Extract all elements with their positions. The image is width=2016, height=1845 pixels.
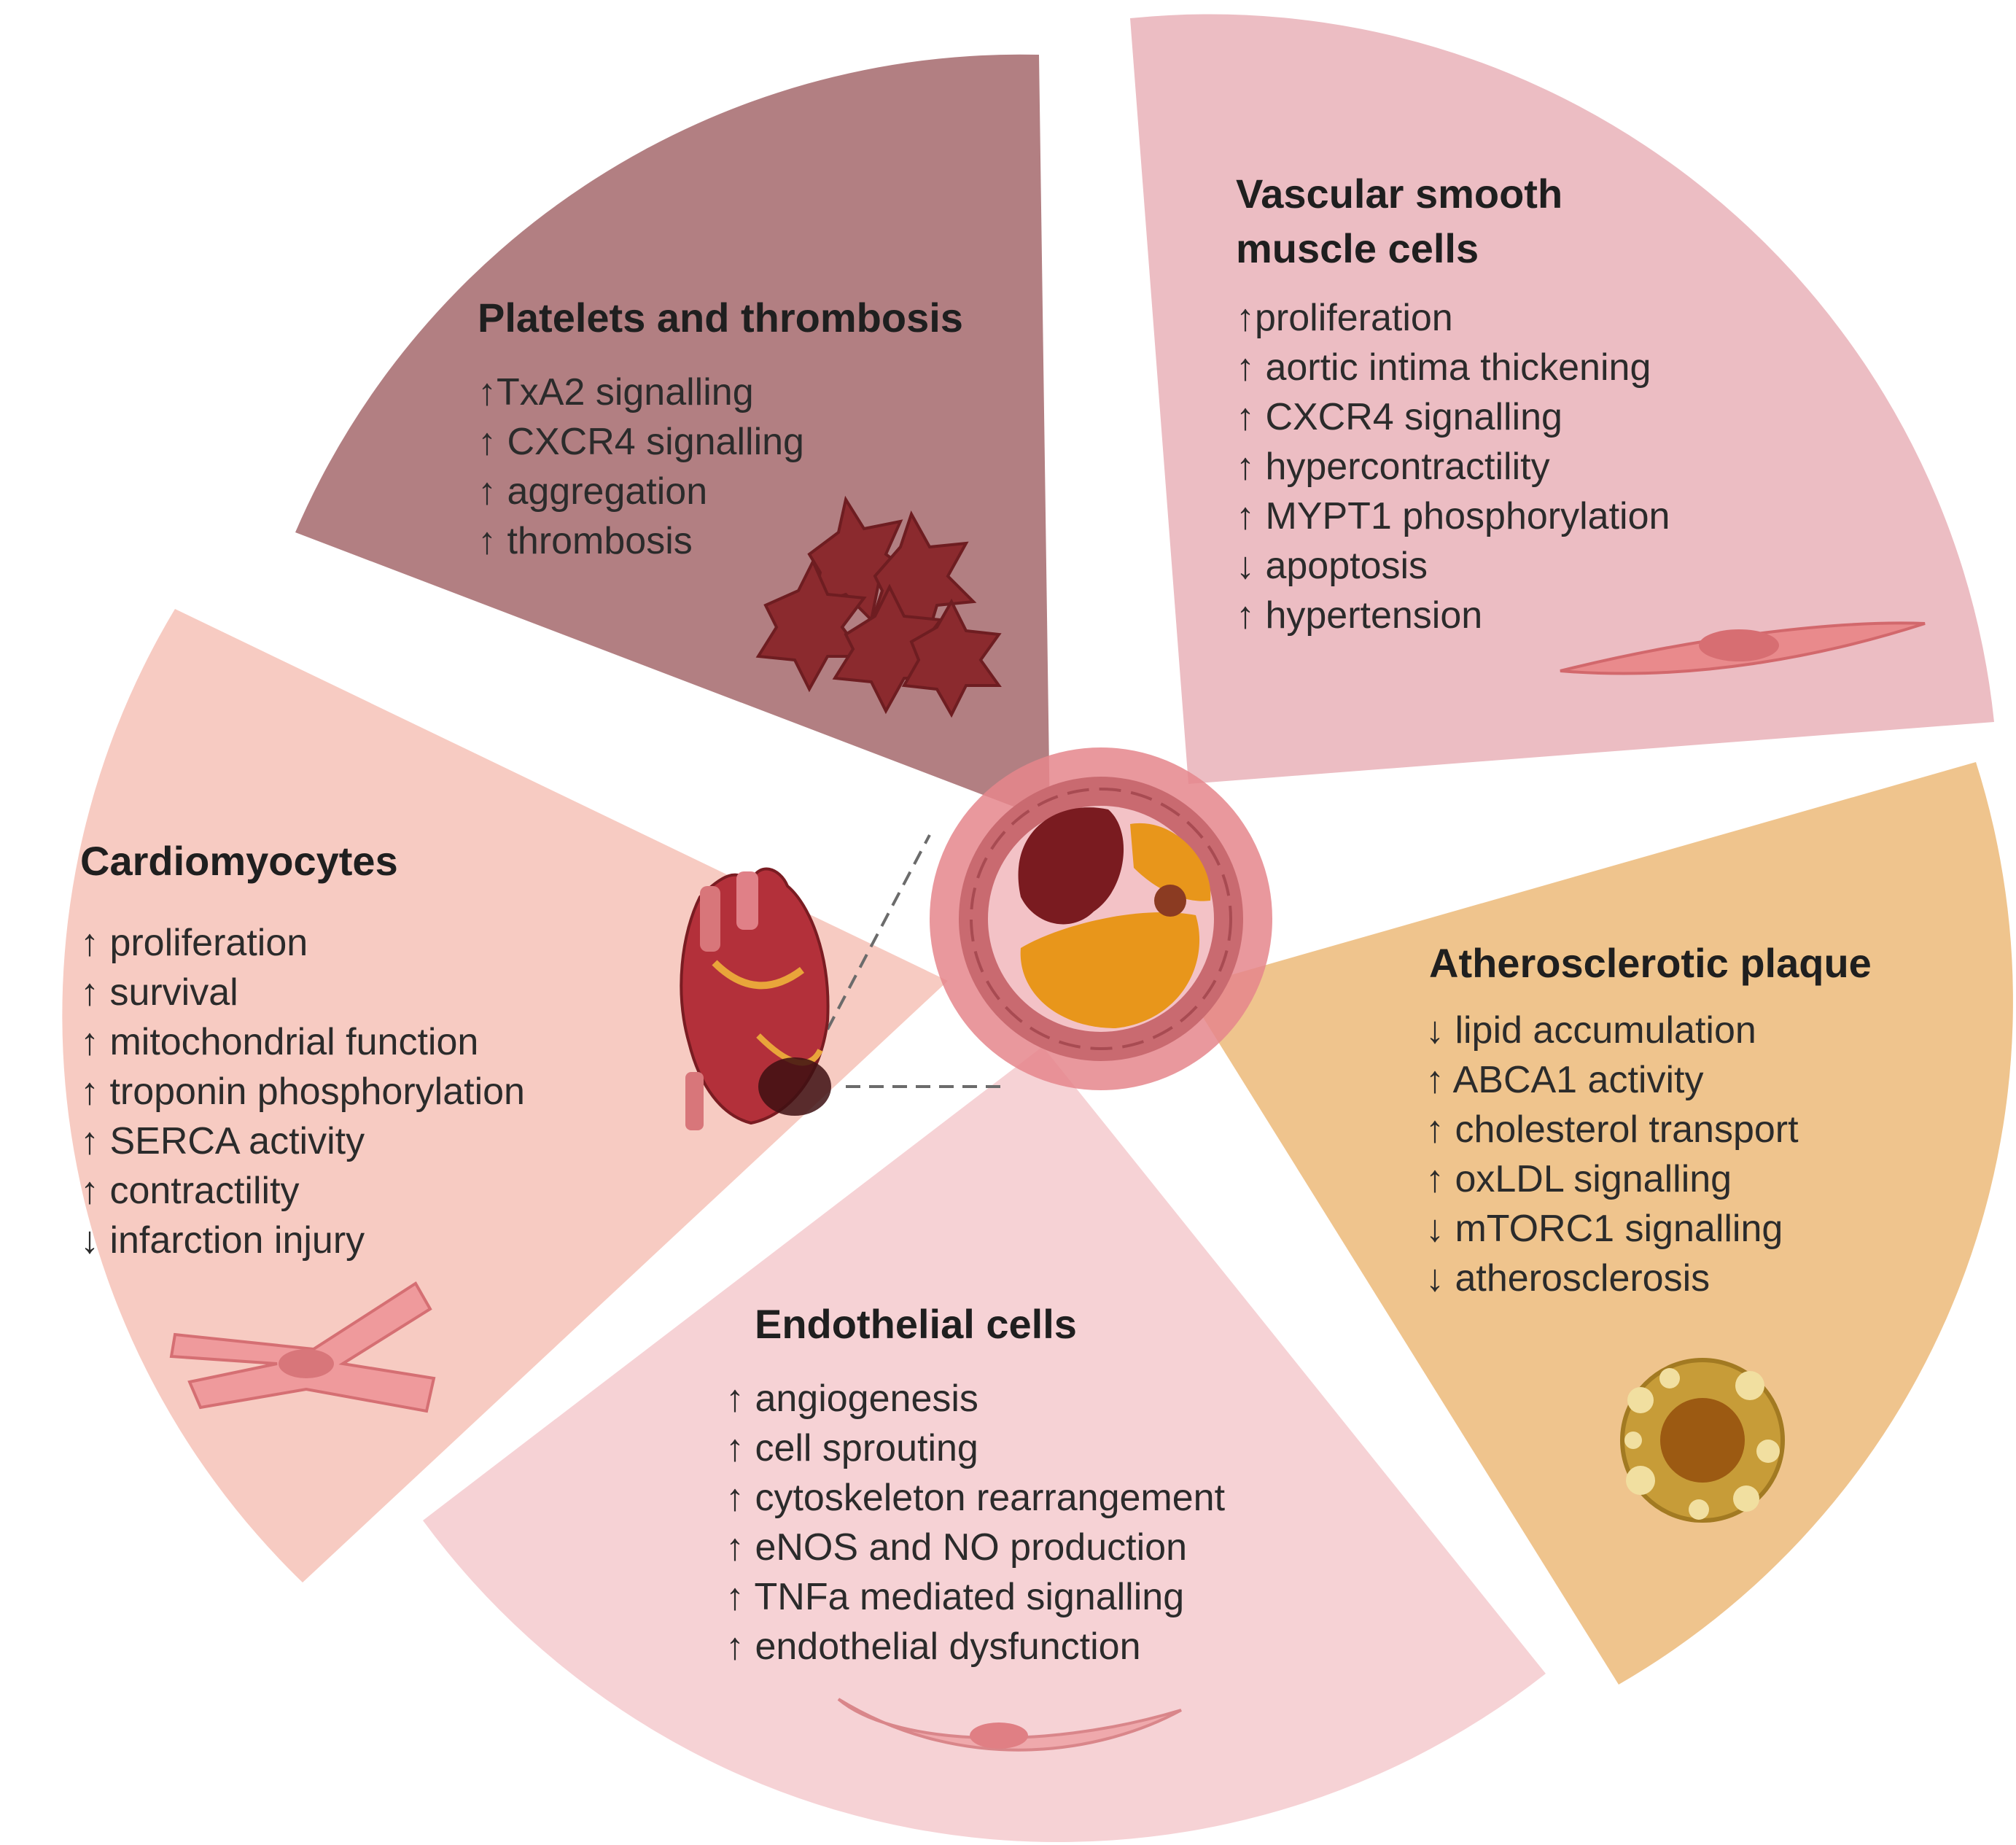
sector-cardiomyocytes: Cardiomyocytes ↑ proliferation ↑ surviva…	[62, 609, 949, 1582]
sector-cardiomyocytes-item: ↑ SERCA activity	[80, 1120, 365, 1162]
sector-cardiomyocytes-title: Cardiomyocytes	[80, 838, 398, 884]
artery-cross-section-icon	[930, 747, 1272, 1090]
sector-plaque-item: ↓ lipid accumulation	[1425, 1009, 1756, 1052]
sector-vsmc-item: ↑ hypercontractility	[1236, 446, 1550, 488]
connector-lines	[815, 834, 1003, 1088]
sector-platelets-item: ↑ thrombosis	[478, 520, 693, 562]
sector-cardiomyocytes-item: ↑ survival	[80, 971, 238, 1014]
sector-endothelial-title: Endothelial cells	[755, 1301, 1077, 1347]
sector-plaque-item: ↓ mTORC1 signalling	[1425, 1208, 1783, 1250]
sector-plaque-wedge	[1185, 762, 2013, 1685]
endothelial-cell-icon	[837, 1698, 1182, 1752]
sector-endothelial-item: ↑ cytoskeleton rearrangement	[725, 1477, 1226, 1519]
sector-cardiomyocytes-item: ↑ mitochondrial function	[80, 1021, 478, 1063]
sector-platelets-title: Platelets and thrombosis	[478, 295, 963, 341]
foam-cell-icon	[1620, 1358, 1785, 1523]
smooth-muscle-cell-icon	[1560, 621, 1926, 675]
sector-plaque-item: ↑ ABCA1 activity	[1425, 1059, 1703, 1101]
sector-cardiomyocytes-item: ↑ proliferation	[80, 922, 308, 964]
sector-endothelial-item: ↑ endothelial dysfunction	[725, 1625, 1141, 1668]
sector-plaque-title: Atherosclerotic plaque	[1429, 940, 1872, 986]
sector-platelets-item: ↑ CXCR4 signalling	[478, 421, 804, 463]
sector-plaque: Atherosclerotic plaque ↓ lipid accumulat…	[1185, 762, 2013, 1685]
sector-vsmc-item: ↑ CXCR4 signalling	[1236, 396, 1562, 438]
sector-vsmc-wedge	[1130, 14, 1994, 784]
sector-endothelial-wedge	[423, 1046, 1546, 1843]
sector-cardiomyocytes-item: ↓ infarction injury	[80, 1219, 365, 1262]
sector-plaque-item: ↓ atherosclerosis	[1425, 1257, 1710, 1300]
sector-platelets: Platelets and thrombosis ↑TxA2 signallin…	[295, 54, 1050, 820]
sector-cardiomyocytes-item: ↑ troponin phosphorylation	[80, 1071, 525, 1113]
platelet-cluster-icon	[755, 495, 1002, 718]
sector-vsmc-item: ↑ aortic intima thickening	[1236, 346, 1651, 389]
sector-plaque-item: ↑ oxLDL signalling	[1425, 1158, 1732, 1200]
sector-vsmc-title-line: muscle cells	[1236, 225, 1479, 271]
sector-vsmc-item: ↓ apoptosis	[1236, 545, 1428, 587]
sector-cardiomyocytes-item: ↑ contractility	[80, 1170, 300, 1212]
sector-endothelial-item: ↑ TNFa mediated signalling	[725, 1576, 1184, 1618]
sector-endothelial: Endothelial cells ↑ angiogenesis ↑ cell …	[423, 1046, 1546, 1843]
sector-vsmc-item: ↑ hypertension	[1236, 594, 1482, 637]
sector-endothelial-item: ↑ angiogenesis	[725, 1378, 978, 1420]
cardiomyocyte-icon	[169, 1281, 436, 1413]
sector-vsmc-title-line: Vascular smooth	[1236, 171, 1562, 217]
sector-vsmc: Vascular smooth muscle cells ↑proliferat…	[1130, 14, 1994, 784]
sector-vsmc-item: ↑ MYPT1 phosphorylation	[1236, 495, 1670, 537]
sector-plaque-item: ↑ cholesterol transport	[1425, 1108, 1799, 1151]
sector-platelets-item: ↑ aggregation	[478, 470, 707, 513]
sector-platelets-item: ↑TxA2 signalling	[478, 371, 754, 413]
heart-icon	[680, 867, 831, 1130]
sector-endothelial-item: ↑ cell sprouting	[725, 1427, 978, 1469]
sector-endothelial-item: ↑ eNOS and NO production	[725, 1526, 1187, 1569]
sector-vsmc-item: ↑proliferation	[1236, 297, 1453, 339]
sector-cardiomyocytes-wedge	[62, 609, 949, 1582]
